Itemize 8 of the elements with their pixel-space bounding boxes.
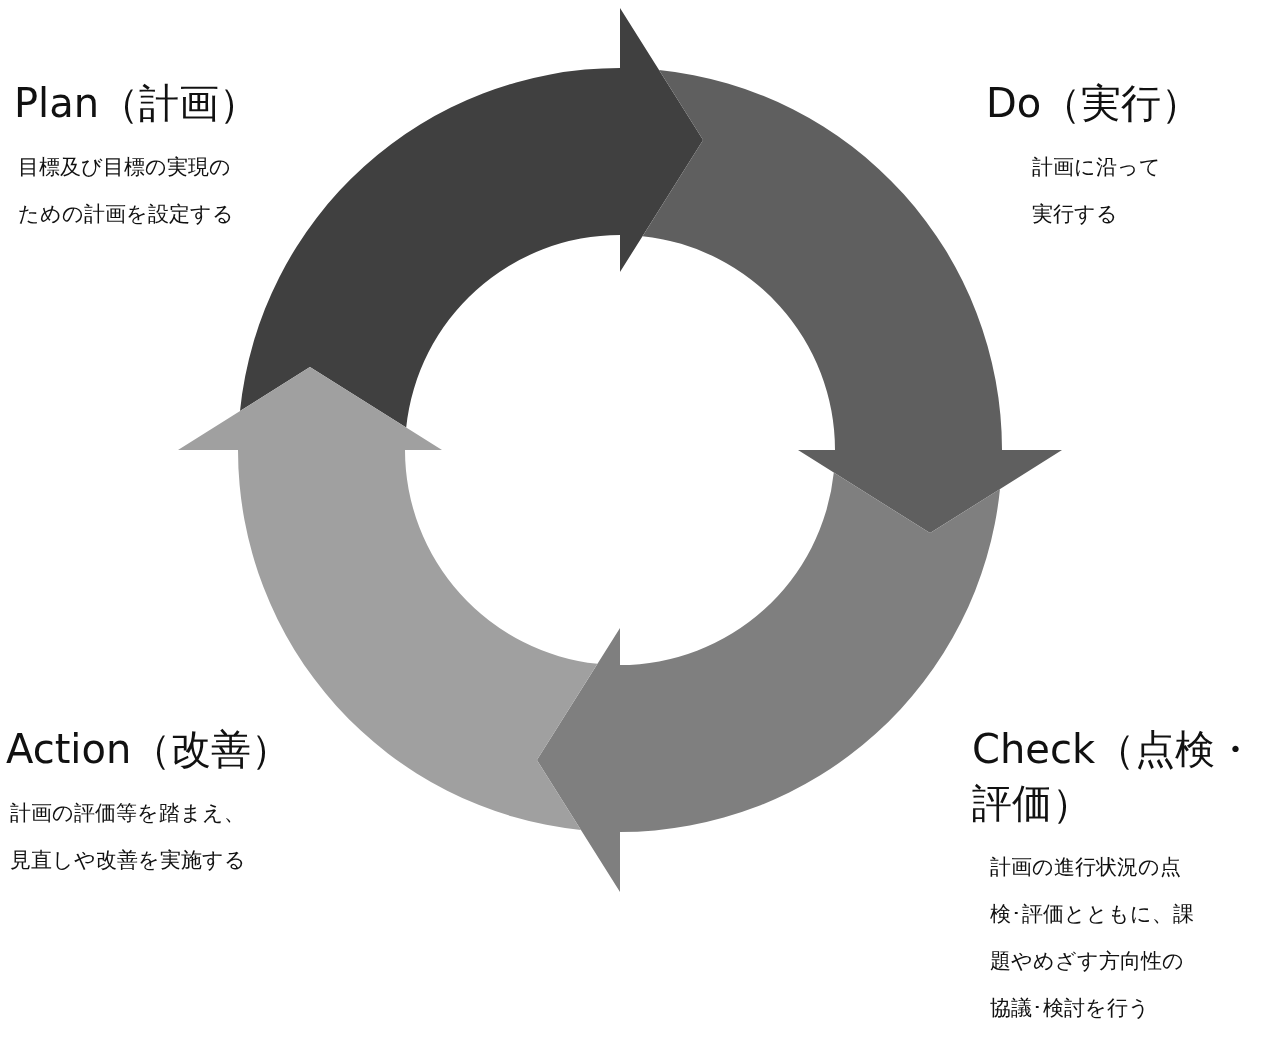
phase-heading: Check（点検・評価）	[972, 725, 1257, 828]
phase-heading: Plan（計画）	[14, 79, 260, 128]
phase-description: 計画の評価等を踏まえ、見直しや改善を実施する	[10, 800, 247, 874]
phase-heading: Action（改善）	[6, 725, 292, 774]
phase-description: 計画に沿って実行する	[1032, 154, 1162, 228]
phase-description: 目標及び目標の実現のための計画を設定する	[18, 154, 234, 228]
phase-heading: Do（実行）	[986, 79, 1202, 128]
phase-description: 計画の進行状況の点検･評価とともに、課題やめざす方向性の協議･検討を行う	[990, 854, 1195, 1022]
